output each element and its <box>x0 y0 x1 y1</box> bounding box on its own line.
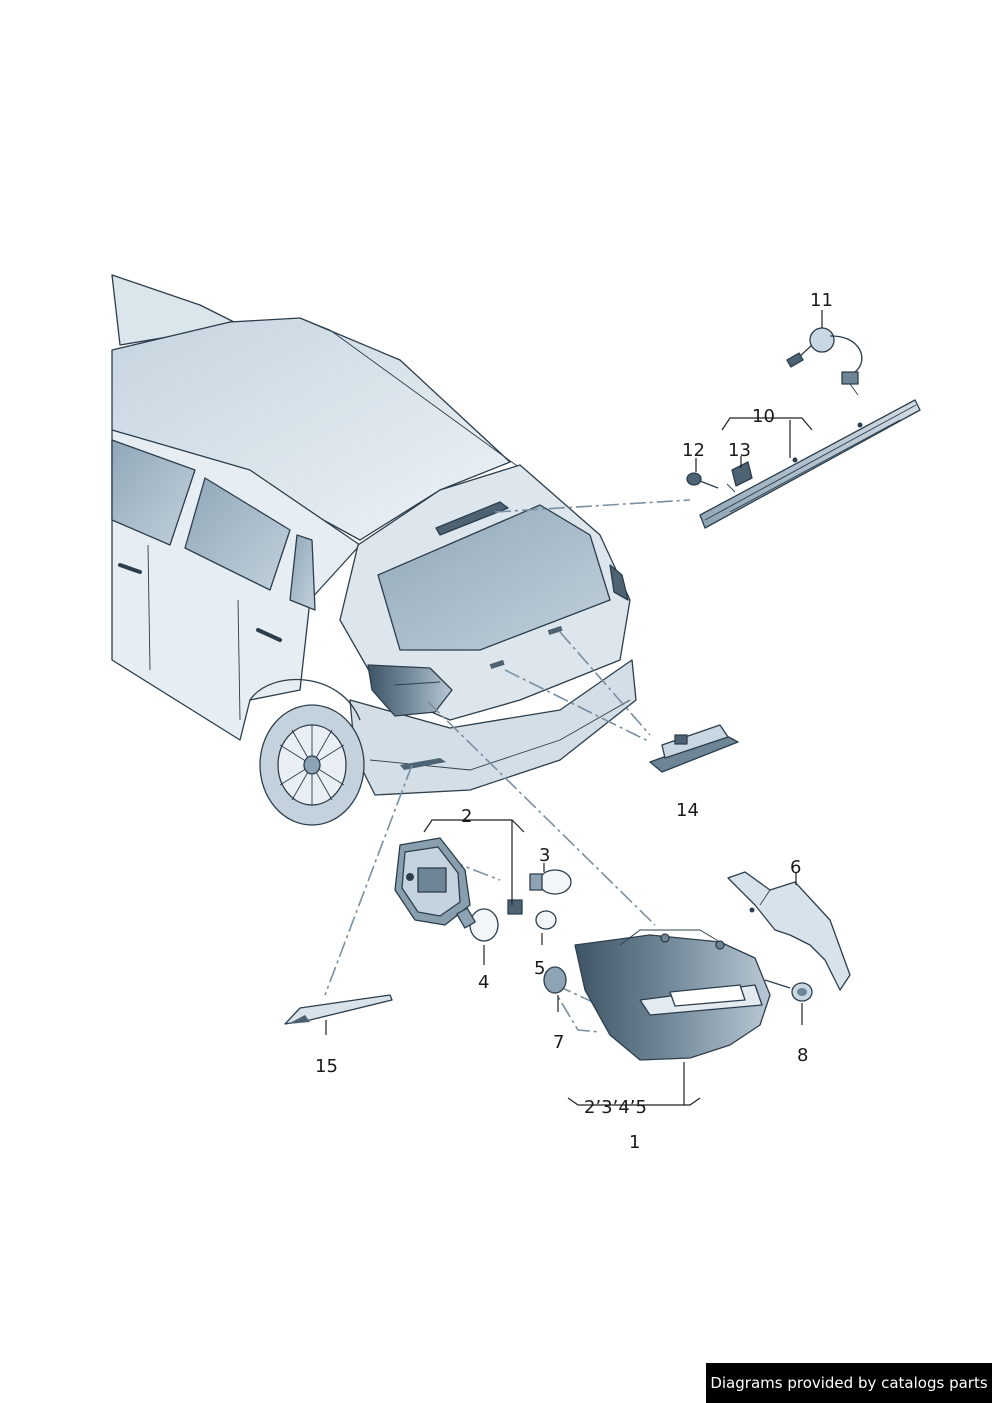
callout-1-includes: 2’3’4’5 <box>584 1097 647 1118</box>
callout-8: 8 <box>797 1045 808 1066</box>
rear-window <box>377 504 611 651</box>
part-1-tail-lamp <box>574 929 771 1061</box>
part-15-rear-reflector <box>284 994 393 1025</box>
part-2-bulb-carrier <box>394 837 471 926</box>
side-window-rear <box>184 477 291 591</box>
part-5-grommet <box>543 966 567 994</box>
callout-3: 3 <box>539 845 550 866</box>
part-4-bulb <box>456 907 499 942</box>
callout-leaders <box>325 310 823 1106</box>
callout-12: 12 <box>682 440 705 461</box>
callout-7: 7 <box>553 1032 564 1053</box>
part-12-screw <box>686 472 719 489</box>
callout-13: 13 <box>728 440 751 461</box>
part-10-high-brake-light <box>699 399 921 529</box>
callout-5: 5 <box>534 958 545 979</box>
door-handle-front <box>118 563 142 574</box>
part-3-bulb <box>529 869 572 895</box>
vehicle-rear-view <box>111 274 637 826</box>
callout-2: 2 <box>461 806 472 827</box>
third-brake-light-on-vehicle <box>435 501 509 536</box>
callout-10: 10 <box>752 406 775 427</box>
part-11-wiring-harness <box>786 327 863 396</box>
leader-lines <box>324 499 691 1033</box>
plate-light-slot-right <box>547 625 563 636</box>
callout-labels: 11 10 12 13 14 2 3 6 4 5 7 8 15 2’3’4’5 … <box>315 290 833 1153</box>
part-wedge-bulb <box>507 899 557 930</box>
quarter-window <box>289 534 316 611</box>
callout-1: 1 <box>629 1132 640 1153</box>
door-handle-rear <box>256 628 282 642</box>
part-6-trim-panel <box>727 871 851 991</box>
credit-banner: Diagrams provided by catalogs parts <box>706 1363 992 1403</box>
plate-light-slot-left <box>489 659 505 670</box>
callout-15: 15 <box>315 1056 338 1077</box>
part-14-license-plate-light <box>649 724 739 773</box>
callout-6: 6 <box>790 857 801 878</box>
callout-14: 14 <box>676 800 699 821</box>
callout-11: 11 <box>810 290 833 311</box>
side-window-front <box>111 439 196 546</box>
tail-lamp-right-on-vehicle <box>609 564 629 601</box>
tail-lamp-on-vehicle <box>367 664 453 717</box>
callout-4: 4 <box>478 972 489 993</box>
part-13-clip <box>726 461 753 493</box>
part-8-screw <box>764 979 813 1002</box>
